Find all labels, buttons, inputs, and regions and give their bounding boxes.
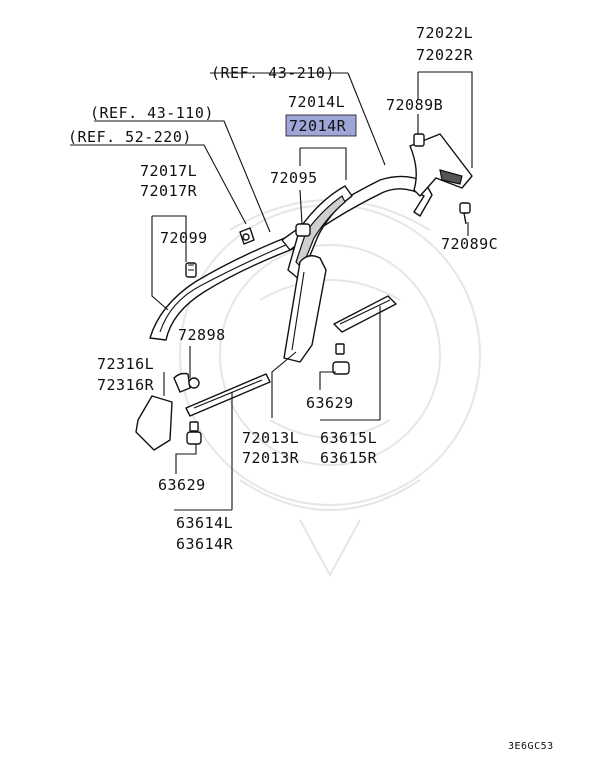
ref-43-110-label: (REF. 43-110) [90,104,214,122]
part-label-72014R: 72014R [289,117,347,135]
labels: (REF. 43-210) (REF. 43-110) (REF. 52-220… [68,24,554,752]
part-label-72099: 72099 [160,229,208,247]
part-label-72095: 72095 [270,169,318,187]
clip-63629-front [186,421,202,445]
part-label-72014L: 72014L [288,93,345,111]
part-label-63629-front: 63629 [158,476,206,494]
part-label-63614R: 63614R [176,535,234,553]
part-label-72089B: 72089B [386,96,443,114]
center-pillar-upper-trim [287,185,353,281]
part-label-63614L: 63614L [176,514,233,532]
clip-63629-rear [332,343,350,375]
bolt-72089c [459,202,471,225]
part-label-63615R: 63615R [320,449,378,467]
highlight-box [285,114,357,137]
fastener-72017 [239,227,255,245]
part-label-63629-rear: 63629 [306,394,354,412]
leader-lines [70,71,473,511]
front-scuff-plate [185,373,271,417]
part-label-72017L: 72017L [140,162,197,180]
part-label-72316L: 72316L [97,355,154,373]
cap-72095 [295,223,311,237]
part-label-72013R: 72013R [242,449,300,467]
part-label-63615L: 63615L [320,429,377,447]
part-label-72089C: 72089C [441,235,498,253]
clip-72898 [188,377,200,389]
clip-72099 [185,262,197,278]
figure-code: 3E6GC53 [508,741,554,752]
center-pillar-lower-trim [283,255,327,363]
part-label-72898: 72898 [178,326,226,344]
rear-pillar-trim [409,133,473,197]
ref-52-220-label: (REF. 52-220) [68,128,192,146]
part-label-72022L: 72022L [416,24,473,42]
part-label-72022R: 72022R [416,46,474,64]
part-label-72013L: 72013L [242,429,299,447]
front-pillar-trim [149,231,307,341]
ref-43-210-label: (REF. 43-210) [211,64,335,82]
lower-front-pillar-trim [135,372,191,451]
part-label-72316R: 72316R [97,376,155,394]
rear-scuff-plate [333,295,397,333]
part-label-72017R: 72017R [140,182,198,200]
